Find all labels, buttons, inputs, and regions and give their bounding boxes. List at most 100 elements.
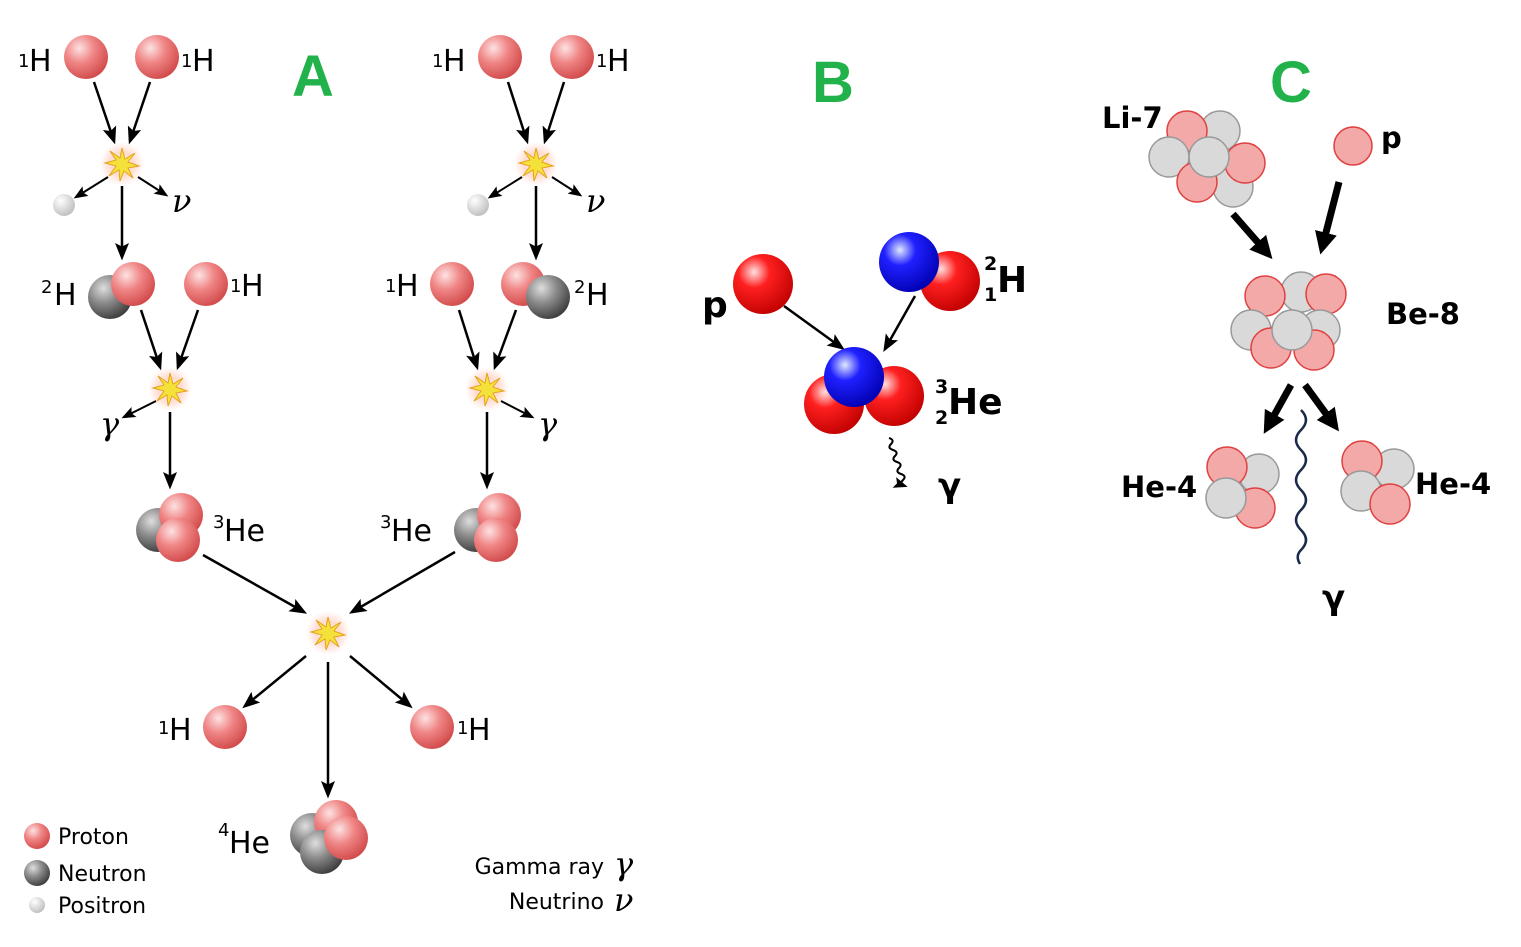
svg-text:1: 1: [181, 51, 192, 72]
hydrogen-1-label: 1 H: [158, 713, 192, 748]
svg-text:4: 4: [218, 820, 229, 841]
proton-sphere: [478, 35, 522, 79]
fusion-burst-icon: [99, 141, 145, 187]
svg-text:1: 1: [230, 276, 241, 297]
gamma-symbol: γ: [938, 466, 961, 506]
reaction-arrow: [1315, 181, 1343, 255]
svg-text:H: H: [169, 713, 192, 748]
svg-text:1: 1: [984, 284, 997, 306]
legend-gamma-label: Gamma ray: [475, 855, 604, 880]
reaction-arrow: [1302, 382, 1339, 432]
positron-sphere: [53, 194, 75, 216]
panel-label-a: A: [292, 44, 334, 109]
svg-text:2: 2: [574, 277, 585, 298]
svg-text:1: 1: [18, 51, 29, 72]
svg-text:H: H: [29, 44, 52, 79]
gamma-wave: [888, 437, 908, 488]
legend-neutron-icon: [24, 860, 50, 886]
reaction-arrow: [506, 81, 530, 145]
reaction-arrow: [883, 295, 917, 353]
reaction-arrow: [202, 553, 308, 614]
reaction-arrow: [551, 176, 583, 197]
svg-text:2: 2: [935, 407, 948, 429]
hydrogen-1-label: 1 H: [230, 269, 264, 304]
helium-4-label: He-4: [1121, 470, 1197, 504]
svg-text:1: 1: [432, 51, 443, 72]
helium-4-nucleus: [1340, 440, 1415, 525]
hydrogen-1-label: 1 H: [596, 44, 630, 79]
reaction-arrow: [139, 309, 163, 371]
svg-text:He: He: [948, 382, 1003, 423]
proton-sphere: [203, 705, 247, 749]
svg-text:H: H: [396, 269, 419, 304]
proton-sphere: [135, 35, 179, 79]
helium-3-label: 3 He: [380, 512, 432, 549]
reaction-arrow: [127, 81, 152, 145]
svg-text:H: H: [468, 713, 491, 748]
svg-text:H: H: [443, 44, 466, 79]
legend-neutrino-label: Neutrino: [509, 890, 604, 915]
reaction-arrow: [542, 81, 566, 145]
helium-3-label: 3 2 He: [935, 376, 1003, 429]
positron-sphere: [467, 194, 489, 216]
svg-text:He: He: [229, 826, 270, 861]
hydrogen-1-label: 1 H: [181, 44, 215, 79]
reaction-arrow: [783, 304, 845, 351]
reaction-arrow: [92, 81, 117, 145]
reaction-arrow: [137, 176, 169, 197]
svg-text:1: 1: [596, 51, 607, 72]
svg-text:1: 1: [457, 718, 468, 739]
proton-sphere: [550, 35, 594, 79]
panel-label-b: B: [812, 50, 854, 115]
fusion-burst-icon: [147, 366, 193, 412]
svg-text:He: He: [391, 514, 432, 549]
proton-sphere: [474, 518, 518, 562]
deuterium-label: 2 1 H: [984, 253, 1027, 306]
lithium-7-nucleus: [1148, 110, 1266, 208]
legend-gamma-symbol: γ: [614, 845, 634, 883]
legend-positron-icon: [29, 897, 45, 913]
fusion-burst-icon: [464, 366, 510, 412]
hydrogen-2-label: 2 H: [574, 277, 609, 313]
svg-text:1: 1: [385, 276, 396, 297]
reaction-arrow: [500, 400, 535, 419]
beryllium-8-nucleus: [1230, 271, 1347, 371]
gamma-symbol: γ: [538, 405, 558, 443]
neutron-sphere: [879, 232, 939, 292]
proton-sphere: [156, 518, 200, 562]
svg-text:1: 1: [158, 718, 169, 739]
proton-sphere: [324, 816, 368, 860]
svg-text:3: 3: [213, 512, 224, 533]
reaction-arrow: [493, 309, 518, 371]
reaction-arrow: [348, 550, 456, 614]
reaction-arrow: [121, 400, 157, 419]
hydrogen-1-label: 1 H: [18, 44, 52, 79]
svg-text:H: H: [586, 278, 609, 313]
gamma-symbol: γ: [100, 405, 120, 443]
hydrogen-1-label: 1 H: [457, 713, 491, 748]
reaction-arrow: [1230, 211, 1273, 260]
reaction-arrow: [242, 655, 307, 709]
svg-text:H: H: [607, 44, 630, 79]
proton-p-label: p: [702, 285, 728, 326]
legend-proton-icon: [24, 823, 50, 849]
helium-4-label: He-4: [1415, 467, 1491, 501]
proton-p-label: p: [1381, 121, 1402, 155]
proton-sphere: [410, 705, 454, 749]
reaction-arrow: [457, 309, 480, 371]
hydrogen-2-label: 2 H: [41, 277, 77, 313]
proton-sphere: [1333, 126, 1373, 166]
neutron-sphere: [526, 275, 570, 319]
neutron-sphere: [824, 347, 884, 407]
proton-sphere: [184, 262, 228, 306]
svg-text:3: 3: [380, 512, 391, 533]
panel-label-c: C: [1270, 50, 1312, 115]
proton-sphere: [111, 262, 155, 306]
legend-neutron-label: Neutron: [58, 862, 147, 887]
reaction-arrow: [176, 309, 200, 371]
neutrino-symbol: ν: [172, 182, 191, 220]
svg-text:2: 2: [41, 277, 52, 298]
legend-positron-label: Positron: [58, 894, 146, 919]
svg-text:H: H: [997, 260, 1027, 301]
